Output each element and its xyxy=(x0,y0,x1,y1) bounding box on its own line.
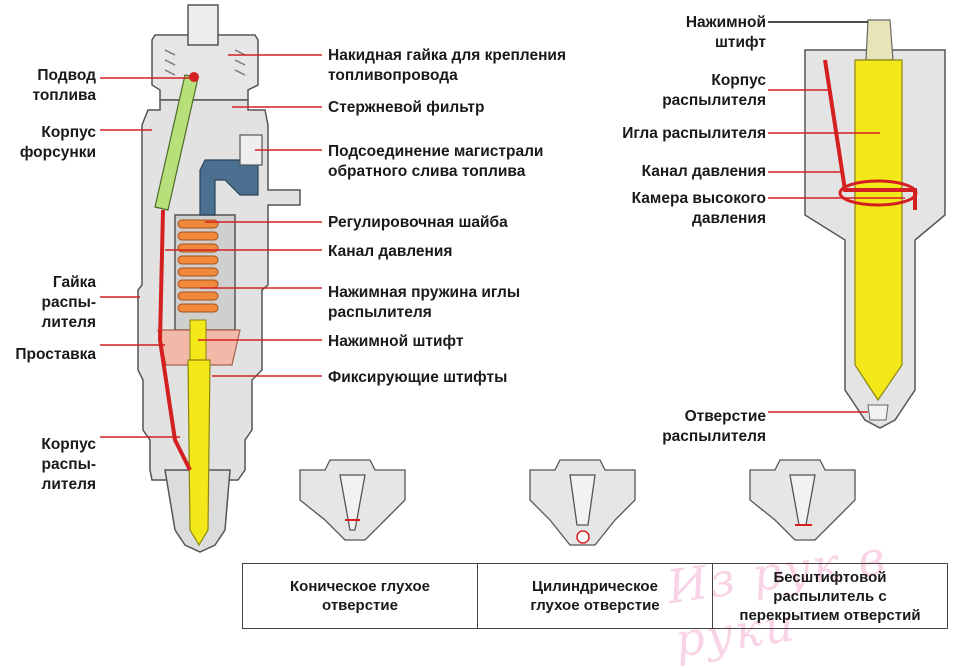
sketch-cylindrical xyxy=(529,459,636,546)
label-pressure-channel-right: Канал давления xyxy=(641,163,766,180)
label-pressure-pin-right: Нажимной штифт xyxy=(685,14,766,51)
label-injector-body: Корпус форсунки xyxy=(19,124,96,161)
label-high-pressure-chamber: Камера высокого давления xyxy=(631,190,766,227)
label-nozzle-body-right: Корпус распылителя xyxy=(662,72,766,109)
nozzle-types-table: Коническое глухое отверстие Цилиндрическ… xyxy=(242,563,948,629)
nozzle-enlarged-shape xyxy=(804,19,946,429)
label-needle-spring: Нажимная пружина иглы распылителя xyxy=(328,284,521,321)
label-rod-filter: Стержневой фильтр xyxy=(328,99,485,116)
label-nozzle-body-left: Корпус распы- лителя xyxy=(41,436,96,493)
label-fuel-inlet: Подвод топлива xyxy=(32,67,96,104)
label-pressure-pin-left: Нажимной штифт xyxy=(328,333,464,350)
label-spray-hole: Отверстие распылителя xyxy=(662,408,766,445)
sketch-valve-covered xyxy=(749,459,856,541)
label-union-nut: Накидная гайка для крепления топливопров… xyxy=(328,47,567,84)
cell-conical: Коническое глухое отверстие xyxy=(243,564,478,628)
label-nozzle-needle: Игла распылителя xyxy=(622,125,766,142)
needle-spring-shape xyxy=(177,219,219,313)
label-adjusting-shim: Регулировочная шайба xyxy=(328,214,508,231)
label-nozzle-nut: Гайка распы- лителя xyxy=(41,274,96,331)
cell-cylindrical: Цилиндрическое глухое отверстие xyxy=(478,564,713,628)
label-locating-pins: Фиксирующие штифты xyxy=(328,369,508,386)
nozzle-type-sketches xyxy=(299,459,856,546)
label-pressure-channel-left: Канал давления xyxy=(328,243,453,260)
sketch-conical xyxy=(299,459,406,541)
needle-shape xyxy=(187,359,211,547)
label-return-connection: Подсоединение магистрали обратного слива… xyxy=(328,143,544,180)
injector-diagram xyxy=(100,4,946,553)
cell-valve-covered: Бесштифтовой распылитель с перекрытием о… xyxy=(739,568,921,624)
label-spacer: Проставка xyxy=(15,346,96,363)
